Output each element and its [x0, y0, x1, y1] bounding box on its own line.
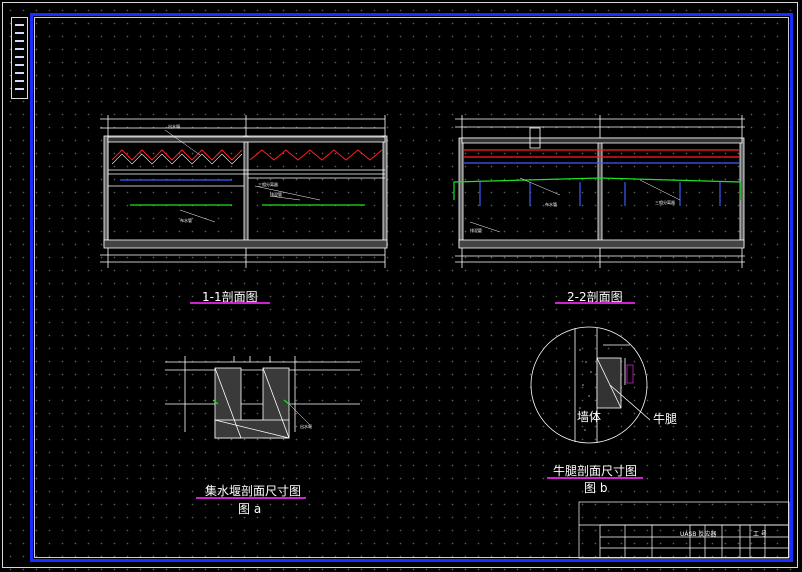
section-2-underline — [555, 302, 635, 304]
inner-border — [34, 17, 789, 558]
section-2-pipes — [453, 149, 741, 206]
section-2-drawing — [455, 115, 745, 268]
section-1-title: 1-1剖面图 — [202, 290, 258, 304]
svg-text:排泥管: 排泥管 — [470, 227, 482, 233]
svg-text:布水管: 布水管 — [180, 217, 192, 223]
svg-text:布水管: 布水管 — [545, 201, 557, 207]
detail-a-drawing — [165, 356, 360, 439]
detail-a-underline — [196, 497, 306, 499]
detail-b-corbel-label: 牛腿 — [653, 412, 678, 426]
svg-text:出水堰: 出水堰 — [168, 123, 180, 129]
svg-text:出水堰: 出水堰 — [300, 423, 312, 429]
detail-b-subtitle: 图 b — [584, 481, 608, 495]
svg-text:三相分离器: 三相分离器 — [258, 181, 278, 187]
detail-b-underline — [547, 477, 643, 479]
detail-a-subtitle: 图 a — [238, 502, 262, 516]
binding-strip — [11, 17, 28, 99]
section-1-underline — [190, 302, 270, 304]
section-1-drawing — [100, 115, 388, 268]
section-2-title: 2-2剖面图 — [567, 290, 623, 304]
detail-b-wall-label: 墙体 — [577, 410, 602, 424]
title-block-project: UASB 反应器 — [680, 531, 717, 538]
title-block-lines — [578, 501, 790, 559]
svg-text:排泥管: 排泥管 — [270, 191, 282, 197]
svg-text:三相分离器: 三相分离器 — [655, 199, 675, 205]
title-block-sheet: 工 号 — [753, 531, 767, 538]
detail-b-title: 牛腿剖面尺寸图 — [553, 464, 638, 478]
detail-b-drawing — [530, 326, 651, 444]
section-1-separators — [111, 149, 383, 161]
drawing-frame — [30, 13, 793, 562]
detail-a-title: 集水堰剖面尺寸图 — [205, 484, 302, 498]
section-1-pipes — [120, 179, 365, 206]
